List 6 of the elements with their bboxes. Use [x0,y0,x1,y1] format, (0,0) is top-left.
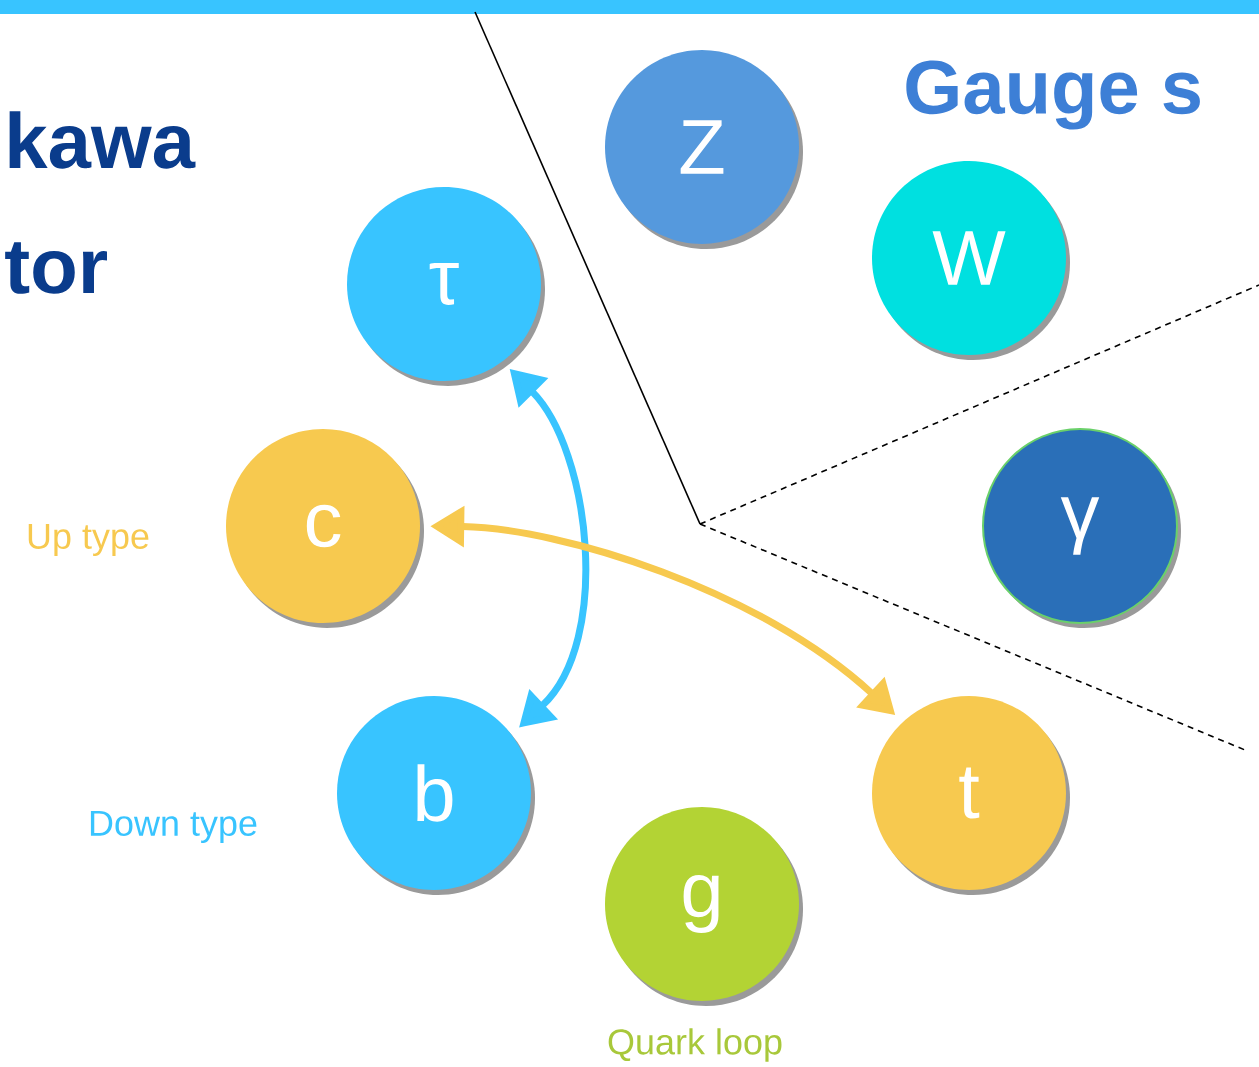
heading-text: kawa [9,111,196,169]
type-label: Down type [90,810,257,844]
heading-text: Gauge s [906,60,1200,130]
heading-text: tor [5,242,107,294]
type-label: Up type [28,523,149,557]
type-label: Quark loop [608,1028,782,1062]
